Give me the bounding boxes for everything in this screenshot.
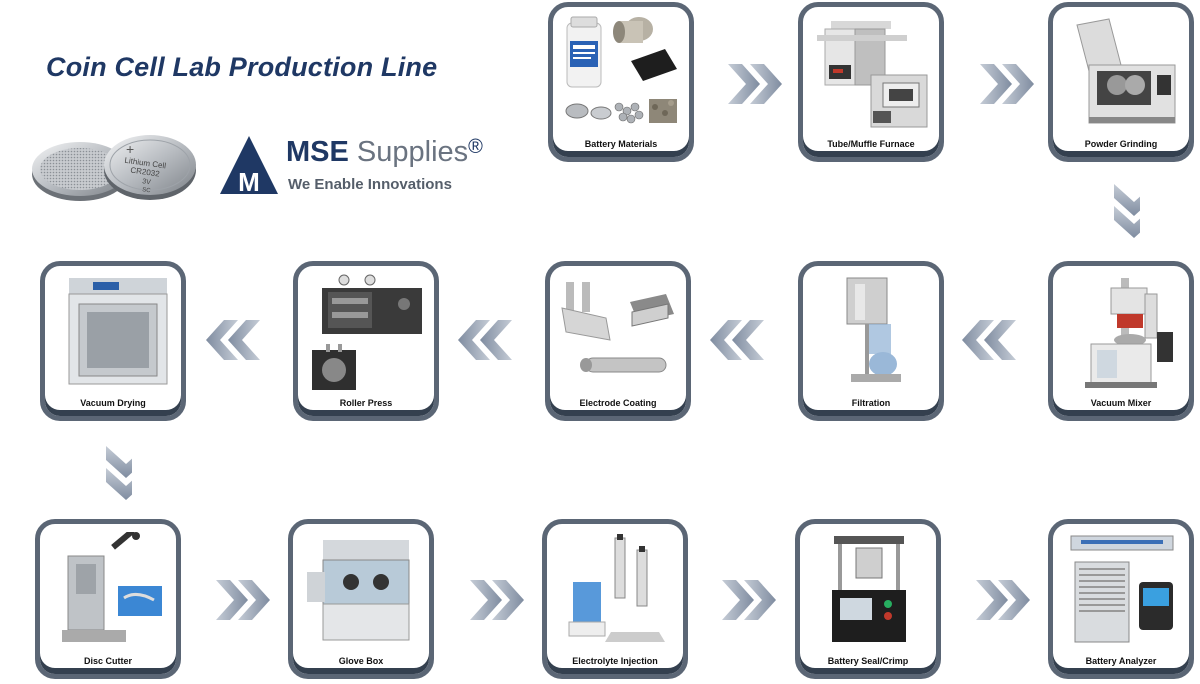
- step-label: Battery Analyzer: [1085, 656, 1157, 666]
- arrow-right-icon: [214, 578, 274, 622]
- arrow-right-icon: [978, 62, 1038, 106]
- step-label: Filtration: [851, 398, 891, 408]
- coater-icon: [561, 282, 674, 373]
- crimper-icon: [832, 536, 906, 642]
- step-label: Electrode Coating: [579, 398, 657, 408]
- step-card-glove-box: Glove Box: [288, 519, 434, 679]
- mixer-icon: [1085, 278, 1173, 388]
- arrow-down-icon: [1114, 184, 1140, 238]
- arrow-left-icon: [958, 318, 1018, 362]
- arrow-right-icon: [720, 578, 780, 622]
- step-label: Roller Press: [339, 398, 393, 408]
- step-label: Battery Materials: [584, 139, 658, 149]
- oven-icon: [68, 278, 168, 385]
- mse-logo-icon: M: [220, 136, 278, 196]
- step-label: Battery Seal/Crimp: [827, 656, 909, 666]
- step-card-battery-analyzer: Battery Analyzer: [1048, 519, 1194, 679]
- materials-icon: [565, 16, 677, 124]
- logo-brand: MSE Supplies®: [286, 136, 483, 169]
- step-card-electrode-coating: Electrode Coating: [545, 261, 691, 421]
- step-card-vacuum-drying: Vacuum Drying: [40, 261, 186, 421]
- step-label: Vacuum Mixer: [1090, 398, 1152, 408]
- cutter-icon: [62, 532, 162, 642]
- arrow-down-icon: [106, 446, 132, 500]
- arrow-right-icon: [726, 62, 786, 106]
- step-card-vacuum-mixer: Vacuum Mixer: [1048, 261, 1194, 421]
- step-card-tube-muffle-furnace: Tube/Muffle Furnace: [798, 2, 944, 162]
- arrow-left-icon: [202, 318, 262, 362]
- glovebox-icon: [307, 540, 410, 641]
- step-card-powder-grinding: Powder Grinding: [1048, 2, 1194, 162]
- analyzer-icon: [1070, 535, 1174, 643]
- step-label: Tube/Muffle Furnace: [827, 139, 915, 149]
- furnace-icon: [817, 21, 928, 128]
- coin-text-2: CR2032: [130, 166, 161, 179]
- step-label: Electrolyte Injection: [572, 656, 658, 666]
- step-card-battery-seal-crimp: Battery Seal/Crimp: [795, 519, 941, 679]
- step-card-electrolyte-injection: Electrolyte Injection: [542, 519, 688, 679]
- arrow-right-icon: [974, 578, 1034, 622]
- step-card-roller-press: Roller Press: [293, 261, 439, 421]
- arrow-right-icon: [468, 578, 528, 622]
- coin-cell-icon: + Lithium Cell CR2032 3V SC: [32, 135, 196, 201]
- filter-icon: [846, 277, 901, 382]
- logo-brand-rest: Supplies: [356, 136, 469, 168]
- press-icon: [312, 274, 422, 390]
- grinder-icon: [1076, 18, 1176, 124]
- page-title: Coin Cell Lab Production Line: [46, 52, 438, 82]
- logo-brand-bold: MSE: [286, 136, 349, 168]
- svg-text:+: +: [126, 141, 134, 157]
- step-card-disc-cutter: Disc Cutter: [35, 519, 181, 679]
- arrow-left-icon: [454, 318, 514, 362]
- arrow-left-icon: [706, 318, 766, 362]
- coin-text-3: 3V: [142, 178, 152, 186]
- logo-registered: ®: [468, 136, 483, 158]
- step-label: Glove Box: [338, 656, 384, 666]
- step-card-battery-materials: Battery Materials: [548, 2, 694, 162]
- step-label: Vacuum Drying: [80, 398, 146, 408]
- logo-mark: M: [238, 167, 260, 196]
- pipette-icon: [568, 534, 665, 642]
- logo-tagline: We Enable Innovations: [288, 176, 452, 193]
- coin-text-4: SC: [142, 187, 152, 194]
- step-label: Powder Grinding: [1084, 139, 1158, 149]
- step-card-filtration: Filtration: [798, 261, 944, 421]
- step-label: Disc Cutter: [83, 656, 132, 666]
